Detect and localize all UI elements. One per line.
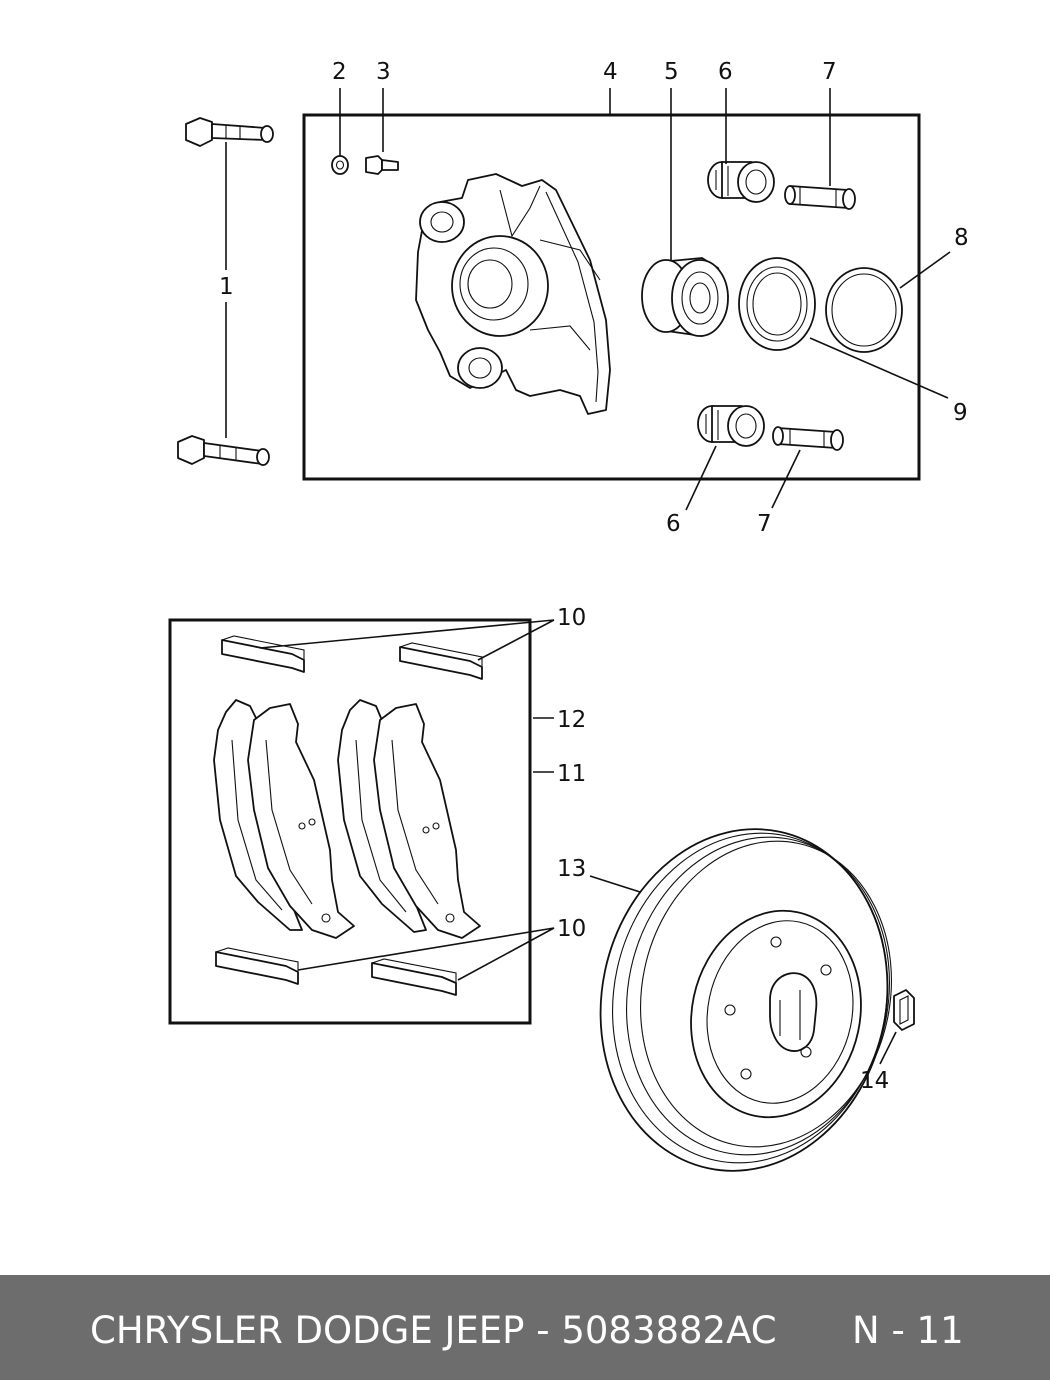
brake-pad-outer-left (247, 703, 355, 939)
callout-11: 11 (557, 761, 586, 787)
brake-pad-outer-right (373, 703, 481, 939)
caliper-bolt-lower (177, 435, 270, 466)
anti-rattle-clip-top-right (399, 642, 483, 680)
callout-2: 2 (332, 59, 347, 85)
guide-pin-upper (784, 185, 856, 210)
guide-pin-lower (772, 426, 844, 451)
callout-14: 14 (860, 1068, 889, 1094)
callout-9: 9 (953, 400, 968, 426)
anti-rattle-clip-bottom-left (215, 947, 299, 985)
callout-3: 3 (376, 59, 391, 85)
callout-5: 5 (664, 59, 679, 85)
callout-4: 4 (603, 59, 618, 85)
callout-10-bottom: 10 (557, 916, 586, 942)
brake-rotor (599, 828, 892, 1172)
dust-boot (738, 257, 816, 351)
anti-rattle-clip-bottom-right (371, 958, 457, 996)
caliper-kit-box (302, 113, 921, 481)
caliper-piston (641, 257, 729, 337)
bleeder-screw (365, 155, 399, 175)
anti-rattle-clip-top-left (221, 635, 305, 673)
brake-pad-kit-box (168, 618, 532, 1025)
callout-6-lower: 6 (666, 511, 681, 537)
guide-pin-bushing-lower (697, 405, 765, 447)
callout-12: 12 (557, 707, 586, 733)
callout-labels: 1 2 3 4 5 6 7 8 9 6 7 10 12 11 13 10 14 (219, 59, 969, 1094)
bleeder-cap (331, 155, 349, 175)
wear-indicator (893, 989, 915, 1031)
footer-bar: CHRYSLER DODGE JEEP - 5083882AC N - 11 (0, 1275, 1050, 1380)
callout-6-upper: 6 (718, 59, 733, 85)
piston-seal (825, 267, 903, 353)
callout-1: 1 (219, 274, 234, 300)
callout-13: 13 (557, 856, 586, 882)
guide-pin-bushing-upper (707, 161, 775, 203)
part-number-title: CHRYSLER DODGE JEEP - 5083882AC (90, 1309, 777, 1352)
callout-8: 8 (954, 225, 969, 251)
callout-10-top: 10 (557, 605, 586, 631)
parts-diagram: 1 2 3 4 5 6 7 8 9 6 7 10 12 11 13 10 14 (168, 59, 969, 1172)
leader-lines (225, 88, 951, 1065)
caliper-housing (415, 173, 611, 415)
caliper-bolt-upper (185, 117, 274, 147)
page-reference: N - 11 (852, 1309, 964, 1352)
callout-7-lower: 7 (757, 511, 772, 537)
callout-7-upper: 7 (822, 59, 837, 85)
